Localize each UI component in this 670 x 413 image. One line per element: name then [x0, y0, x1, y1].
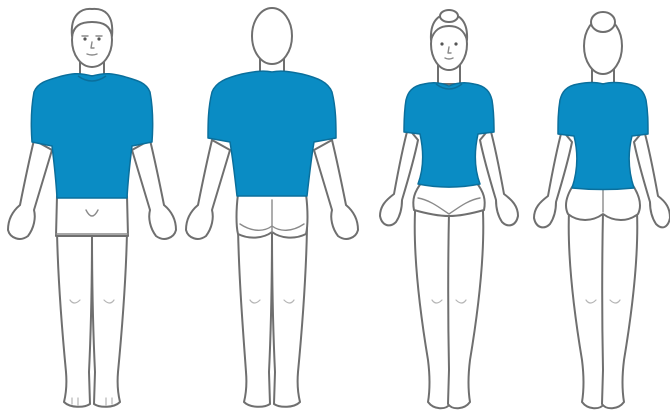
female-front-left-arm	[380, 128, 418, 225]
male-body-back-icon	[186, 8, 358, 407]
female-back-hair-bun	[591, 12, 615, 32]
female-back-left-arm	[534, 130, 572, 227]
male-back-head	[252, 8, 292, 64]
female-body-front-icon	[380, 10, 518, 408]
male-front-right-arm	[132, 140, 176, 239]
female-front-right-arm	[480, 128, 518, 225]
female-front-left-leg	[415, 196, 450, 408]
male-back-right-leg	[272, 228, 307, 407]
male-front-right-leg	[92, 232, 127, 407]
female-back-right-leg	[602, 196, 637, 408]
female-back-left-leg	[569, 196, 604, 408]
female-body-back-icon	[534, 12, 670, 408]
female-front-right-leg	[448, 196, 483, 408]
female-back-t-shirt	[558, 83, 648, 190]
male-back-t-shirt	[208, 71, 336, 196]
male-back-left-leg	[238, 228, 272, 407]
male-front-left-leg	[57, 232, 92, 407]
male-body-front-icon	[8, 9, 176, 407]
male-front-t-shirt	[31, 74, 152, 198]
female-front-t-shirt	[404, 83, 494, 187]
male-back-right-arm	[314, 140, 358, 239]
male-front-left-arm	[8, 140, 52, 239]
male-back-left-arm	[186, 140, 230, 239]
